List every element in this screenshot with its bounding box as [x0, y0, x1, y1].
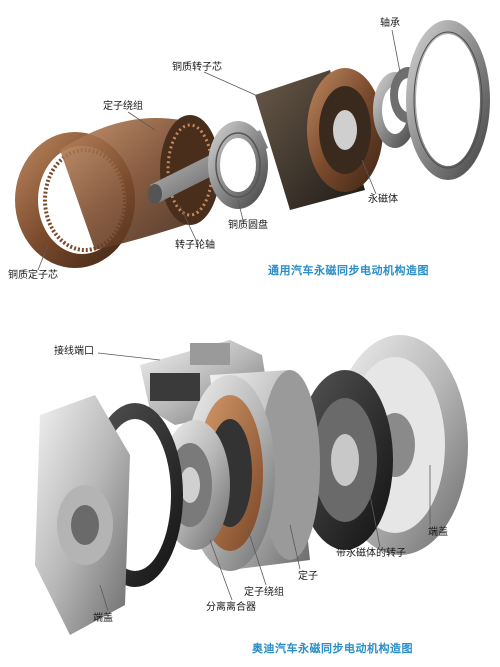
end-plate-disc: [406, 20, 490, 180]
end-cover-left: [35, 395, 130, 635]
rotor-with-magnets: [297, 370, 393, 550]
label-rotor-with-magnets: 带永磁体的转子: [336, 548, 406, 559]
audi-motor-illustration: [35, 335, 468, 635]
label-rotor-shaft: 转子轮轴: [175, 240, 215, 251]
copper-disc: [208, 121, 268, 209]
label-end-cover-right: 端盖: [428, 527, 448, 538]
label-terminal-port: 接线端口: [54, 346, 94, 357]
leader-lines: [37, 29, 401, 271]
caption-audi-motor: 奥迪汽车永磁同步电动机构造图: [252, 642, 413, 655]
label-stator-winding-bottom: 定子绕组: [244, 587, 284, 598]
gm-motor-illustration: [15, 20, 490, 271]
leader-lines: [97, 352, 431, 612]
gm-motor-exploded-view: 轴承 铜质转子芯 定子绕组 永磁体 转子轮轴 铜质圆盘 铜质定子芯 通用汽车永磁…: [0, 0, 500, 300]
caption-gm-motor: 通用汽车永磁同步电动机构造图: [268, 264, 429, 277]
label-clutch: 分离离合器: [206, 602, 256, 613]
audi-motor-exploded-view: 接线端口 端盖 带永磁体的转子 定子 定子绕组 分离离合器 端盖 奥迪汽车永磁同…: [0, 315, 500, 667]
label-copper-disc: 铜质圆盘: [228, 220, 268, 231]
label-end-cover-left: 端盖: [93, 613, 113, 624]
label-bearing: 轴承: [380, 18, 400, 29]
label-permanent-magnet: 永磁体: [368, 194, 398, 205]
label-stator: 定子: [298, 571, 318, 582]
label-stator-winding: 定子绕组: [103, 101, 143, 112]
label-copper-stator-core: 铜质定子芯: [8, 270, 58, 281]
copper-rotor-core: [255, 68, 383, 210]
label-copper-rotor-core: 铜质转子芯: [172, 62, 222, 73]
